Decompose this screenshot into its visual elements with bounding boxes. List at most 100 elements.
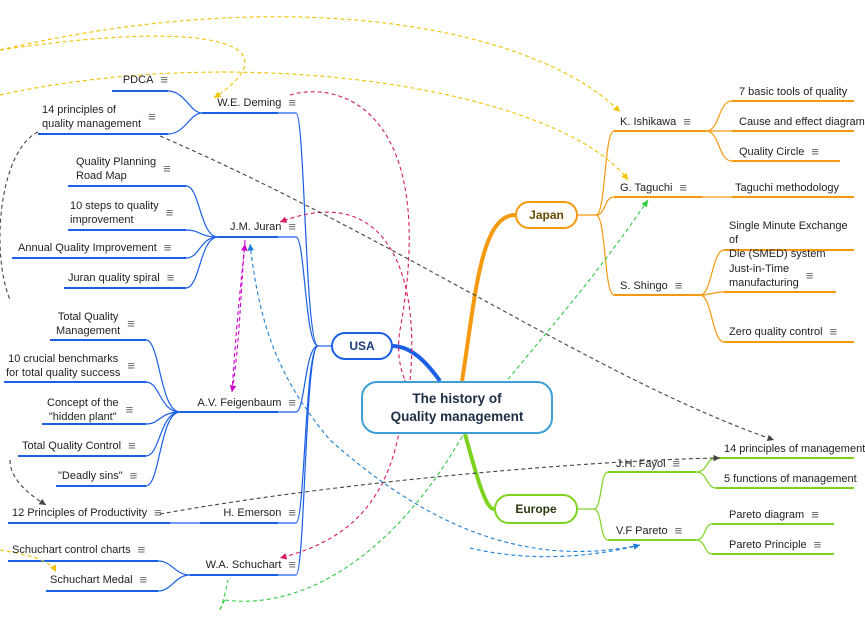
node-quality-planning-road-map[interactable]: Quality Planning Road Map ≡ <box>76 155 171 183</box>
node-taguchi[interactable]: G. Taguchi ≡ <box>620 181 687 195</box>
menu-icon[interactable]: ≡ <box>813 537 822 553</box>
node-juran[interactable]: J.M. Juran ≡ <box>190 220 296 234</box>
menu-icon[interactable]: ≡ <box>288 505 296 521</box>
menu-icon[interactable]: ≡ <box>163 240 172 256</box>
node-cause-effect-diagram-label: Cause and effect diagram <box>739 116 865 129</box>
node-deadly-sins-label: "Deadly sins" <box>58 470 123 483</box>
node-taguchi-label: G. Taguchi <box>620 182 673 195</box>
root-topic[interactable]: The history of Quality management <box>361 381 553 434</box>
menu-icon[interactable]: ≡ <box>805 268 814 283</box>
menu-icon[interactable]: ≡ <box>128 438 136 454</box>
node-schuchart-label: W.A. Schuchart <box>205 559 282 572</box>
node-ishikawa-label: K. Ishikawa <box>620 116 677 129</box>
node-pdca[interactable]: PDCA ≡ <box>60 73 168 87</box>
hub-europe[interactable]: Europe <box>494 494 578 524</box>
node-10-steps-quality[interactable]: 10 steps to quality improvement≡ <box>70 199 173 227</box>
menu-icon[interactable]: ≡ <box>127 358 135 373</box>
node-deming[interactable]: W.E. Deming≡ <box>190 96 296 110</box>
menu-icon[interactable]: ≡ <box>165 205 174 220</box>
branch-usa <box>391 344 442 383</box>
node-juran-label: J.M. Juran <box>230 221 282 234</box>
menu-icon[interactable]: ≡ <box>125 402 134 417</box>
branch-europe <box>463 433 495 511</box>
menu-icon[interactable]: ≡ <box>166 270 175 286</box>
menu-icon[interactable]: ≡ <box>137 542 146 558</box>
hub-usa-label: USA <box>349 339 375 353</box>
node-pareto-label: V.F Pareto <box>616 525 668 538</box>
node-emerson[interactable]: H. Emerson≡ <box>190 506 296 520</box>
node-hidden-plant[interactable]: Concept of the "hidden plant" ≡ <box>47 396 133 424</box>
node-taguchi-methodology[interactable]: Taguchi methodology <box>735 181 839 195</box>
menu-icon[interactable]: ≡ <box>163 161 171 176</box>
node-pareto-diagram[interactable]: Pareto diagram≡ <box>729 508 819 522</box>
menu-icon[interactable]: ≡ <box>288 219 296 235</box>
node-hidden-plant-label: Concept of the "hidden plant" <box>47 397 119 423</box>
node-schuchart-control-charts[interactable]: Schuchart control charts ≡ <box>12 543 145 557</box>
menu-icon[interactable]: ≡ <box>160 72 168 88</box>
node-pareto-principle-label: Pareto Principle <box>729 539 807 552</box>
node-schuchart-medal-label: Schuchart Medal <box>50 574 133 587</box>
menu-icon[interactable]: ≡ <box>829 324 838 340</box>
node-schuchart[interactable]: W.A. Schuchart ≡ <box>180 558 296 572</box>
europe-connectors <box>578 457 717 555</box>
node-quality-planning-road-map-label: Quality Planning Road Map <box>76 156 157 182</box>
node-shingo-label: S. Shingo <box>620 280 668 293</box>
menu-icon[interactable]: ≡ <box>139 572 148 588</box>
node-cause-effect-diagram[interactable]: Cause and effect diagram <box>739 115 865 129</box>
node-12-principles-productivity-label: 12 Principles of Productivity <box>12 507 148 520</box>
node-annual-quality-improvement-label: Annual Quality Improvement <box>18 242 157 255</box>
node-ishikawa[interactable]: K. Ishikawa ≡ <box>620 115 691 129</box>
menu-icon[interactable]: ≡ <box>288 395 296 411</box>
node-total-quality-management-label: Total Quality Management <box>56 311 121 337</box>
menu-icon[interactable]: ≡ <box>683 114 691 130</box>
menu-icon[interactable]: ≡ <box>674 278 683 294</box>
node-total-quality-control[interactable]: Total Quality Control≡ <box>22 439 136 453</box>
node-juran-quality-spiral[interactable]: Juran quality spiral ≡ <box>68 271 174 285</box>
node-shingo[interactable]: S. Shingo ≡ <box>620 279 682 293</box>
europe-underlines <box>608 457 854 555</box>
node-14-principles-management-label: 14 principles of management <box>724 443 865 456</box>
node-fayol-label: J.H. Fayol <box>616 458 666 471</box>
node-fayol[interactable]: J.H. Fayol ≡ <box>616 457 680 471</box>
menu-icon[interactable]: ≡ <box>811 144 819 160</box>
menu-icon[interactable]: ≡ <box>811 507 819 523</box>
node-pareto-principle[interactable]: Pareto Principle ≡ <box>729 538 821 552</box>
node-5-functions-management[interactable]: 5 functions of management <box>724 472 857 486</box>
node-quality-circle[interactable]: Quality Circle≡ <box>739 145 819 159</box>
hub-japan-label: Japan <box>529 208 564 222</box>
node-deadly-sins[interactable]: "Deadly sins" ≡ <box>58 469 137 483</box>
menu-icon[interactable]: ≡ <box>127 316 135 331</box>
hub-japan[interactable]: Japan <box>515 201 578 229</box>
node-feigenbaum-label: A.V. Feigenbaum <box>197 397 282 410</box>
node-schuchart-control-charts-label: Schuchart control charts <box>12 544 131 557</box>
hub-usa[interactable]: USA <box>331 332 393 360</box>
node-7-basic-tools[interactable]: 7 basic tools of quality <box>739 85 847 99</box>
node-pdca-label: PDCA <box>122 74 154 87</box>
menu-icon[interactable]: ≡ <box>679 180 687 196</box>
node-just-in-time-label: Just-in-Time manufacturing <box>729 263 799 289</box>
node-14-principles-management[interactable]: 14 principles of management <box>724 442 865 456</box>
node-zero-quality-control[interactable]: Zero quality control≡ <box>729 325 837 339</box>
node-total-quality-management[interactable]: Total Quality Management ≡ <box>56 310 135 338</box>
node-12-principles-productivity[interactable]: 12 Principles of Productivity ≡ <box>12 506 162 520</box>
menu-icon[interactable]: ≡ <box>672 456 681 472</box>
node-just-in-time[interactable]: Just-in-Time manufacturing ≡ <box>729 262 813 290</box>
node-10-crucial-benchmarks[interactable]: 10 crucial benchmarks for total quality … <box>6 352 135 380</box>
menu-icon[interactable]: ≡ <box>148 109 156 124</box>
node-feigenbaum[interactable]: A.V. Feigenbaum ≡ <box>176 396 296 410</box>
japan-underlines <box>614 100 854 343</box>
node-pareto[interactable]: V.F Pareto ≡ <box>616 524 682 538</box>
node-annual-quality-improvement[interactable]: Annual Quality Improvement ≡ <box>18 241 171 255</box>
node-smed[interactable]: Single Minute Exchange of Die (SMED) sys… <box>729 219 854 261</box>
node-schuchart-medal[interactable]: Schuchart Medal ≡ <box>50 573 147 587</box>
usa-connectors <box>278 112 331 576</box>
menu-icon[interactable]: ≡ <box>288 557 296 573</box>
menu-icon[interactable]: ≡ <box>288 95 296 111</box>
menu-icon[interactable]: ≡ <box>129 468 138 484</box>
node-juran-quality-spiral-label: Juran quality spiral <box>68 272 160 285</box>
node-14-principles-quality[interactable]: 14 principles of quality management≡ <box>42 103 172 131</box>
relationship-lines <box>0 16 775 612</box>
menu-icon[interactable]: ≡ <box>154 505 162 521</box>
menu-icon[interactable]: ≡ <box>674 523 683 539</box>
